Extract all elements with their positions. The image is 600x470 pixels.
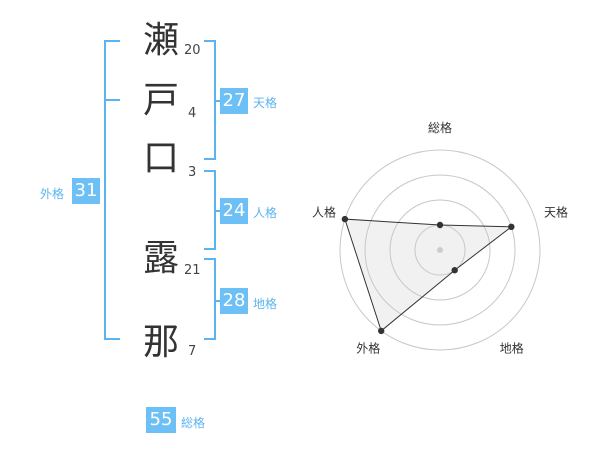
gaikaku-score: 31	[72, 178, 100, 204]
radar-axis-label-3: 地格	[500, 341, 524, 356]
bracket-tick	[216, 100, 222, 102]
name-char-4: 露	[142, 238, 179, 279]
stroke-count-3: 3	[188, 165, 197, 180]
chikaku-bracket	[204, 258, 216, 340]
gaikaku-bracket	[104, 40, 120, 340]
radar-ring	[389, 199, 491, 301]
jinkaku-bracket	[204, 170, 216, 250]
radar-center	[437, 247, 443, 253]
chikaku-label: 地格	[253, 297, 278, 311]
jinkaku-label: 人格	[253, 206, 278, 220]
name-char-3: 口	[142, 138, 179, 179]
bracket-tick	[104, 99, 120, 101]
tenkaku-label: 天格	[253, 96, 278, 110]
tenkaku-score: 27	[220, 88, 248, 114]
radar-axis-label-1: 総格	[428, 120, 452, 135]
tenkaku-bracket	[204, 40, 216, 160]
radar-polygon	[344, 218, 513, 332]
radar-point-1	[436, 221, 444, 229]
stroke-count-5: 7	[188, 344, 197, 359]
radar-axis-label-5: 人格	[312, 204, 336, 219]
chikaku-score: 28	[220, 288, 248, 314]
radar-axis-label-4: 外格	[356, 341, 380, 356]
radar-point-2	[508, 223, 515, 231]
radar-point-5	[341, 215, 349, 223]
name-char-5: 那	[142, 322, 179, 363]
name-char-2: 戸	[142, 80, 179, 121]
stroke-count-2: 4	[188, 106, 197, 121]
bracket-tick	[216, 300, 222, 302]
stroke-count-1: 20	[184, 43, 201, 58]
name-char-1: 瀬	[142, 20, 179, 61]
jinkaku-score: 24	[220, 198, 248, 224]
radar-ring	[364, 174, 516, 326]
soukaku-score: 55	[146, 407, 176, 433]
radar-axis-label-2: 天格	[544, 204, 568, 219]
soukaku-label: 総格	[181, 416, 206, 430]
radar-ring	[339, 149, 541, 351]
radar-point-3	[451, 267, 458, 274]
bracket-tick	[216, 210, 222, 212]
gaikaku-label: 外格	[40, 187, 65, 201]
radar-point-4	[378, 327, 385, 335]
stroke-count-4: 21	[184, 263, 201, 278]
